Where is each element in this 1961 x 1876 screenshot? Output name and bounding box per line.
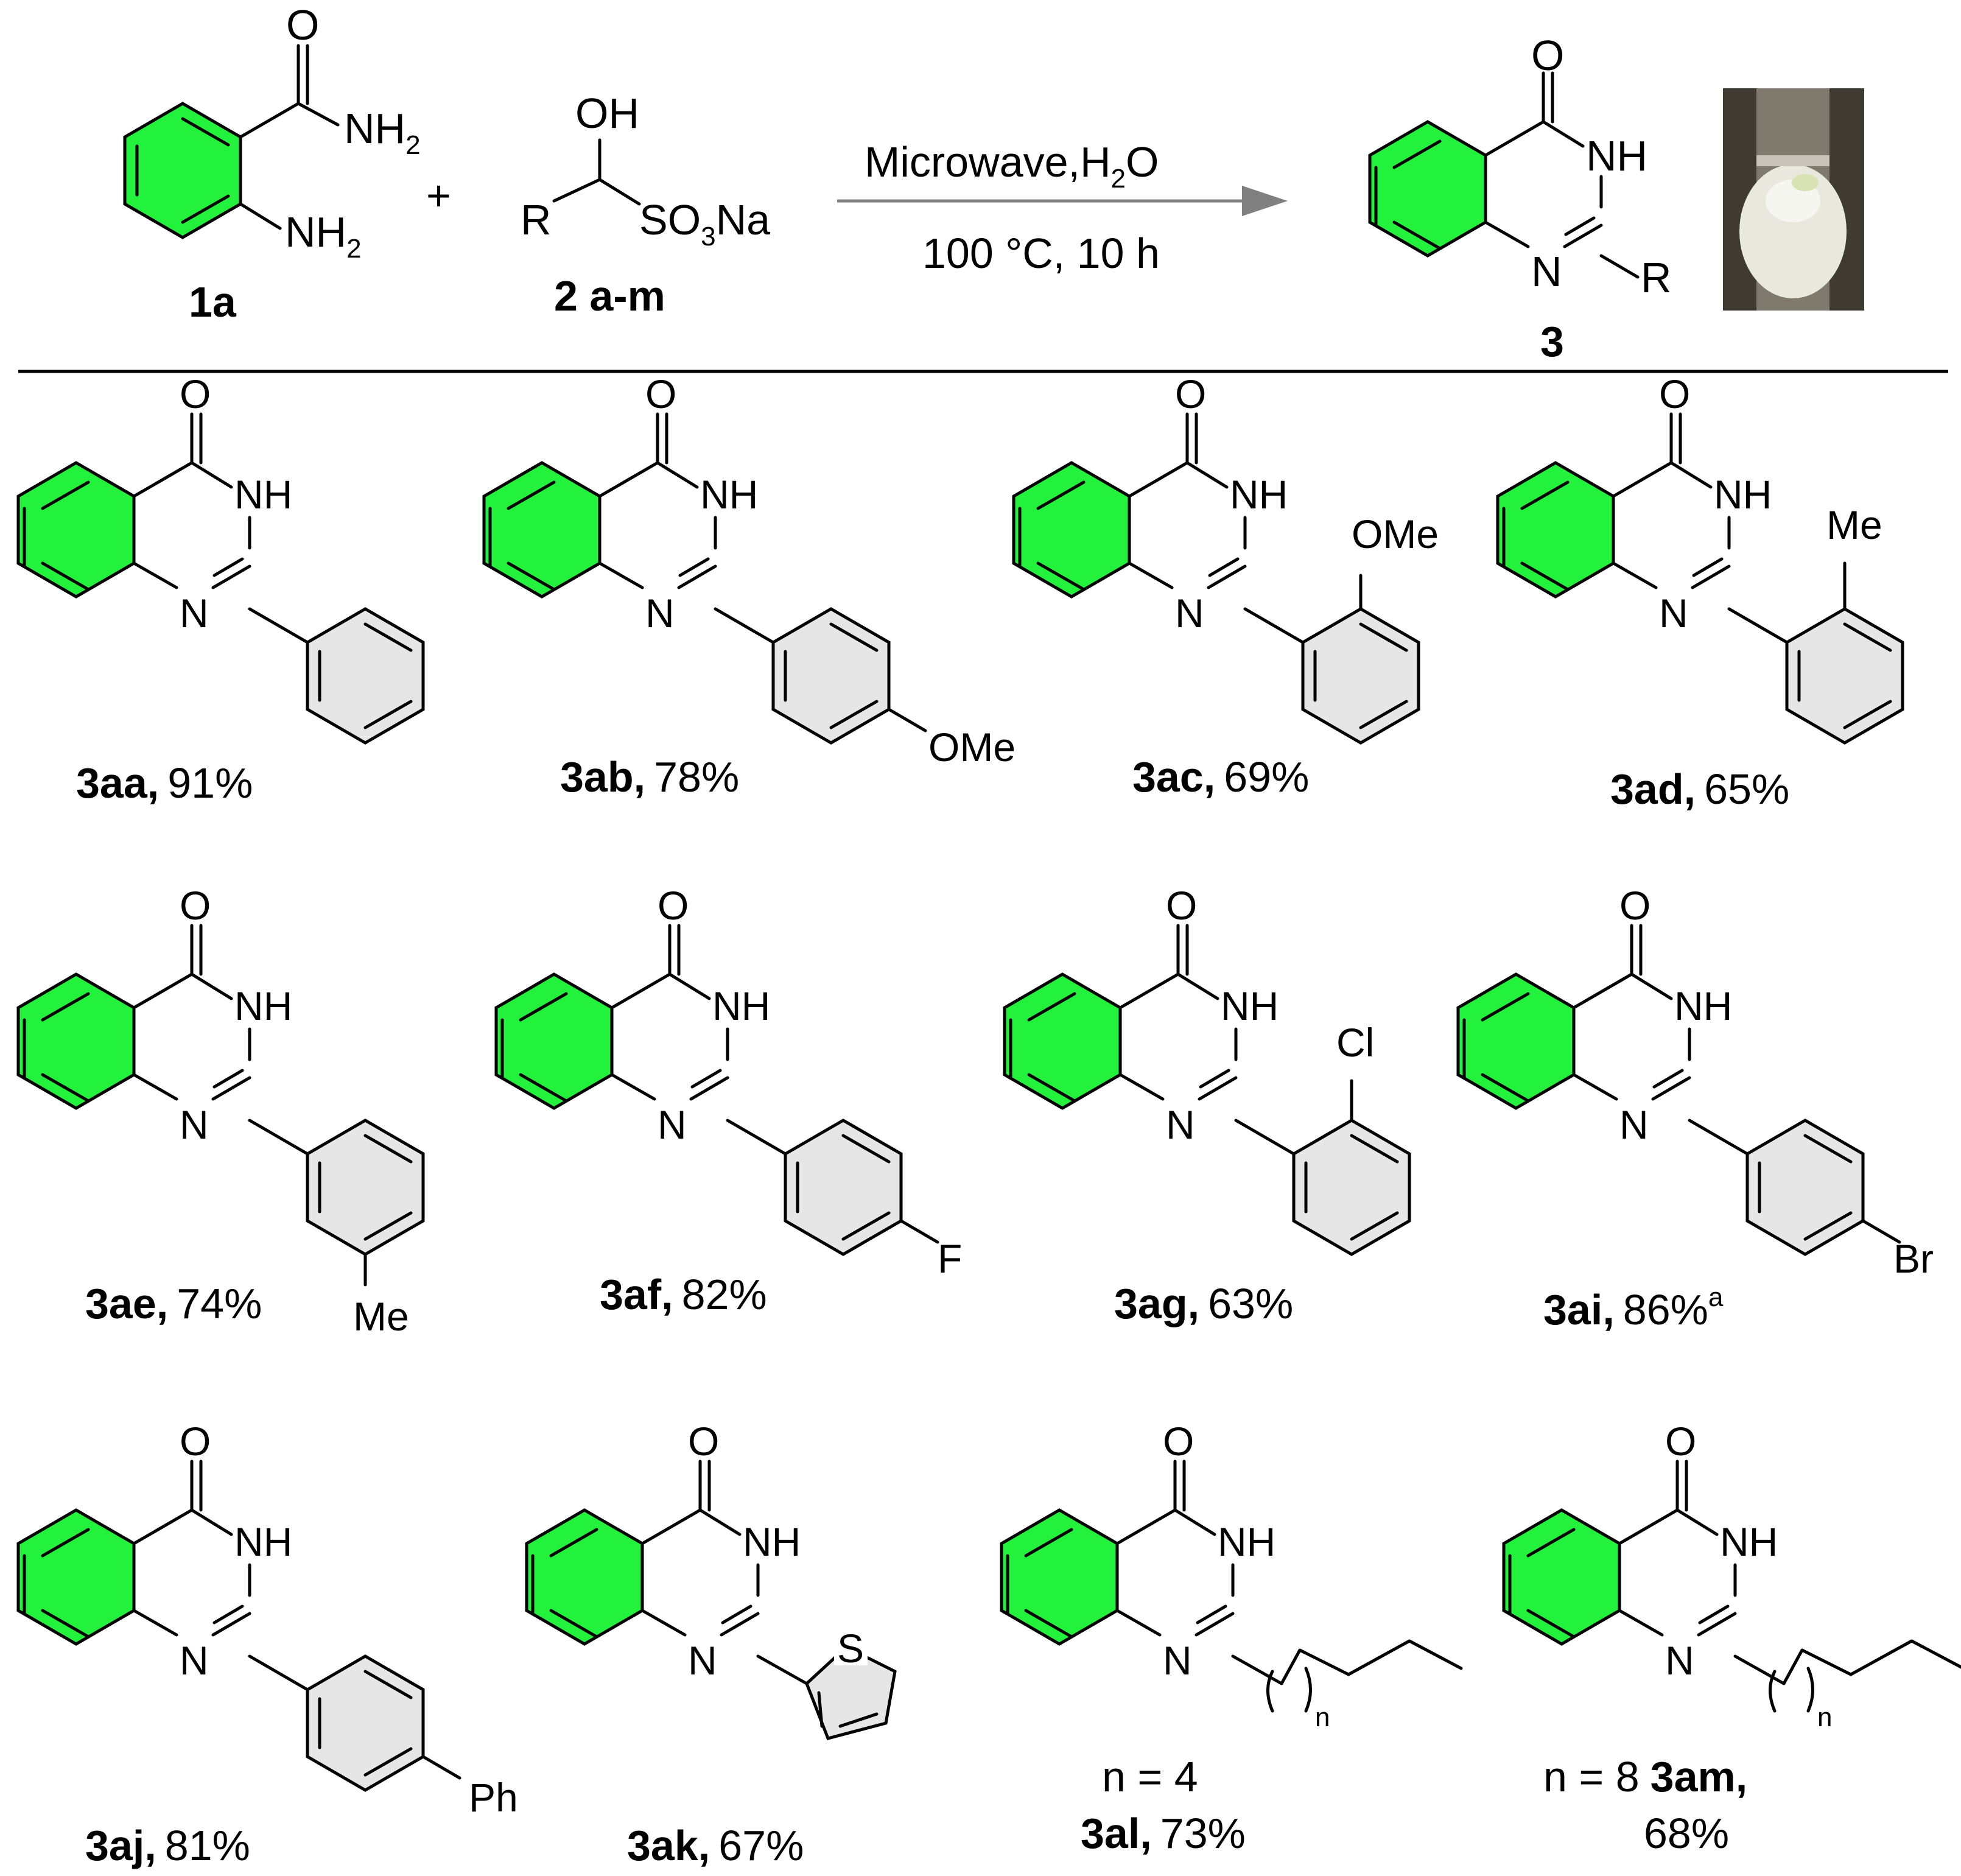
nh-label: NH (743, 1519, 801, 1564)
compound-label: 3aj,81% (85, 1822, 250, 1869)
n-label: N (1175, 591, 1204, 636)
n-label: N (645, 591, 675, 636)
reactant-2-label: 2 a-m (554, 272, 665, 320)
compound-label: 3ak,67% (627, 1822, 804, 1869)
product-o: O (1531, 32, 1564, 79)
nh-label: NH (712, 983, 770, 1028)
sulfonate-label: SO3Na (639, 196, 770, 251)
nh-label: NH (234, 1519, 292, 1564)
compound-label: 3ab,78% (560, 753, 739, 801)
br-substituent: Br (1893, 1236, 1934, 1281)
compound-label: 3ai,86%a (1543, 1282, 1724, 1333)
ome-substituent: OMe (1352, 511, 1439, 557)
hydroxyl-label: OH (575, 90, 639, 137)
o-label: O (1166, 883, 1197, 928)
n-label: N (180, 1638, 209, 1683)
n-label: N (180, 1102, 209, 1147)
sulfur-label: S (837, 1626, 864, 1671)
o-label: O (1665, 1419, 1696, 1464)
n-label: N (688, 1638, 717, 1683)
product-3ak: O NH N S 3ak,67% (527, 1419, 897, 1869)
product-3al: n O NH N n = 4 3al,73% (1002, 1419, 1463, 1857)
o-label: O (1175, 371, 1206, 416)
nh-label: NH (1230, 472, 1288, 517)
nh-label: NH (1674, 983, 1732, 1028)
product-3ac: O NH N OMe 3ac,69% (1014, 371, 1439, 801)
nh-label: NH (1218, 1519, 1275, 1564)
product-3aj: O NH N Ph 3aj,81% (18, 1419, 518, 1869)
compound-label: 3ad,65% (1610, 765, 1789, 813)
compound-label: 3af,82% (600, 1271, 767, 1318)
repeat-n-subscript: n (1817, 1702, 1832, 1732)
o-label: O (688, 1419, 719, 1464)
nh-label: NH (234, 472, 292, 517)
o-label: O (658, 883, 689, 928)
product-3ad: O NH N Me 3ad,65% (1498, 371, 1903, 813)
n-label: N (658, 1102, 687, 1147)
me-substituent: Me (1826, 502, 1882, 547)
n-label: N (1659, 591, 1688, 636)
o-label: O (1619, 883, 1651, 928)
reactant-1a: O NH2 NH2 1a (123, 1, 421, 326)
n-value-label: n = 4 (1102, 1753, 1198, 1800)
reactant-2: OH R SO3Na 2 a-m (521, 90, 770, 320)
cl-substituent: Cl (1336, 1020, 1374, 1065)
compound-label: 3ae,74% (85, 1280, 262, 1327)
product-nh: NH (1586, 132, 1647, 180)
n-label: N (1619, 1102, 1649, 1147)
reactant-1a-label: 1a (189, 278, 237, 326)
o-label: O (645, 371, 676, 416)
repeat-n-subscript: n (1315, 1702, 1330, 1732)
o-label: O (180, 1419, 211, 1464)
carbonyl-o: O (286, 1, 319, 49)
o-label: O (1659, 371, 1690, 416)
nh-label: NH (700, 472, 758, 517)
product-r: R (1641, 254, 1672, 301)
compound-label: 3ag,63% (1114, 1280, 1293, 1327)
condition-temperature-time: 100 °C, 10 h (922, 230, 1160, 277)
product-3aa: O NH N 3aa,91% (18, 371, 423, 807)
amide-nh2: NH2 (344, 105, 421, 160)
condition-solvent: Microwave,H2O (865, 138, 1159, 194)
n-label: N (180, 591, 209, 636)
plus-sign: + (426, 172, 451, 219)
ph-substituent: Ph (469, 1775, 518, 1820)
n-label: N (1163, 1638, 1192, 1683)
nh-label: NH (1720, 1519, 1778, 1564)
nh-label: NH (1221, 983, 1279, 1028)
product-3-label: 3 (1540, 318, 1564, 365)
vial-photo (1723, 88, 1864, 311)
nh-label: NH (1714, 472, 1772, 517)
o-label: O (180, 883, 211, 928)
o-label: O (1163, 1419, 1194, 1464)
compound-label: 3ac,69% (1132, 753, 1309, 801)
n-label: N (1665, 1638, 1694, 1683)
product-3: O NH N R 3 (1370, 32, 1672, 365)
product-3ai: O NH N Br 3ai,86%a (1458, 883, 1934, 1333)
product-3af: O NH N F 3af,82% (496, 883, 962, 1318)
yield-label: 68% (1644, 1810, 1729, 1857)
f-substituent: F (938, 1236, 962, 1281)
me-substituent: Me (353, 1294, 409, 1339)
r-group-label: R (521, 196, 552, 244)
amine-nh2: NH2 (285, 208, 362, 264)
ome-substituent: OMe (928, 725, 1016, 770)
thiophene-ring (756, 1629, 897, 1740)
reaction-arrow: Microwave,H2O 100 °C, 10 h (837, 138, 1288, 277)
compound-label: 3al,73% (1081, 1810, 1246, 1857)
n-label: N (1166, 1102, 1195, 1147)
product-3ab: O NH N OMe 3ab,78% (484, 371, 1016, 801)
nh-label: NH (234, 983, 292, 1028)
product-3ag: O NH N Cl 3ag,63% (1005, 883, 1409, 1327)
product-3ae: O NH N Me 3ae,74% (18, 883, 423, 1339)
compound-label: 3aa,91% (76, 759, 253, 807)
product-n: N (1531, 248, 1562, 295)
o-label: O (180, 371, 211, 416)
